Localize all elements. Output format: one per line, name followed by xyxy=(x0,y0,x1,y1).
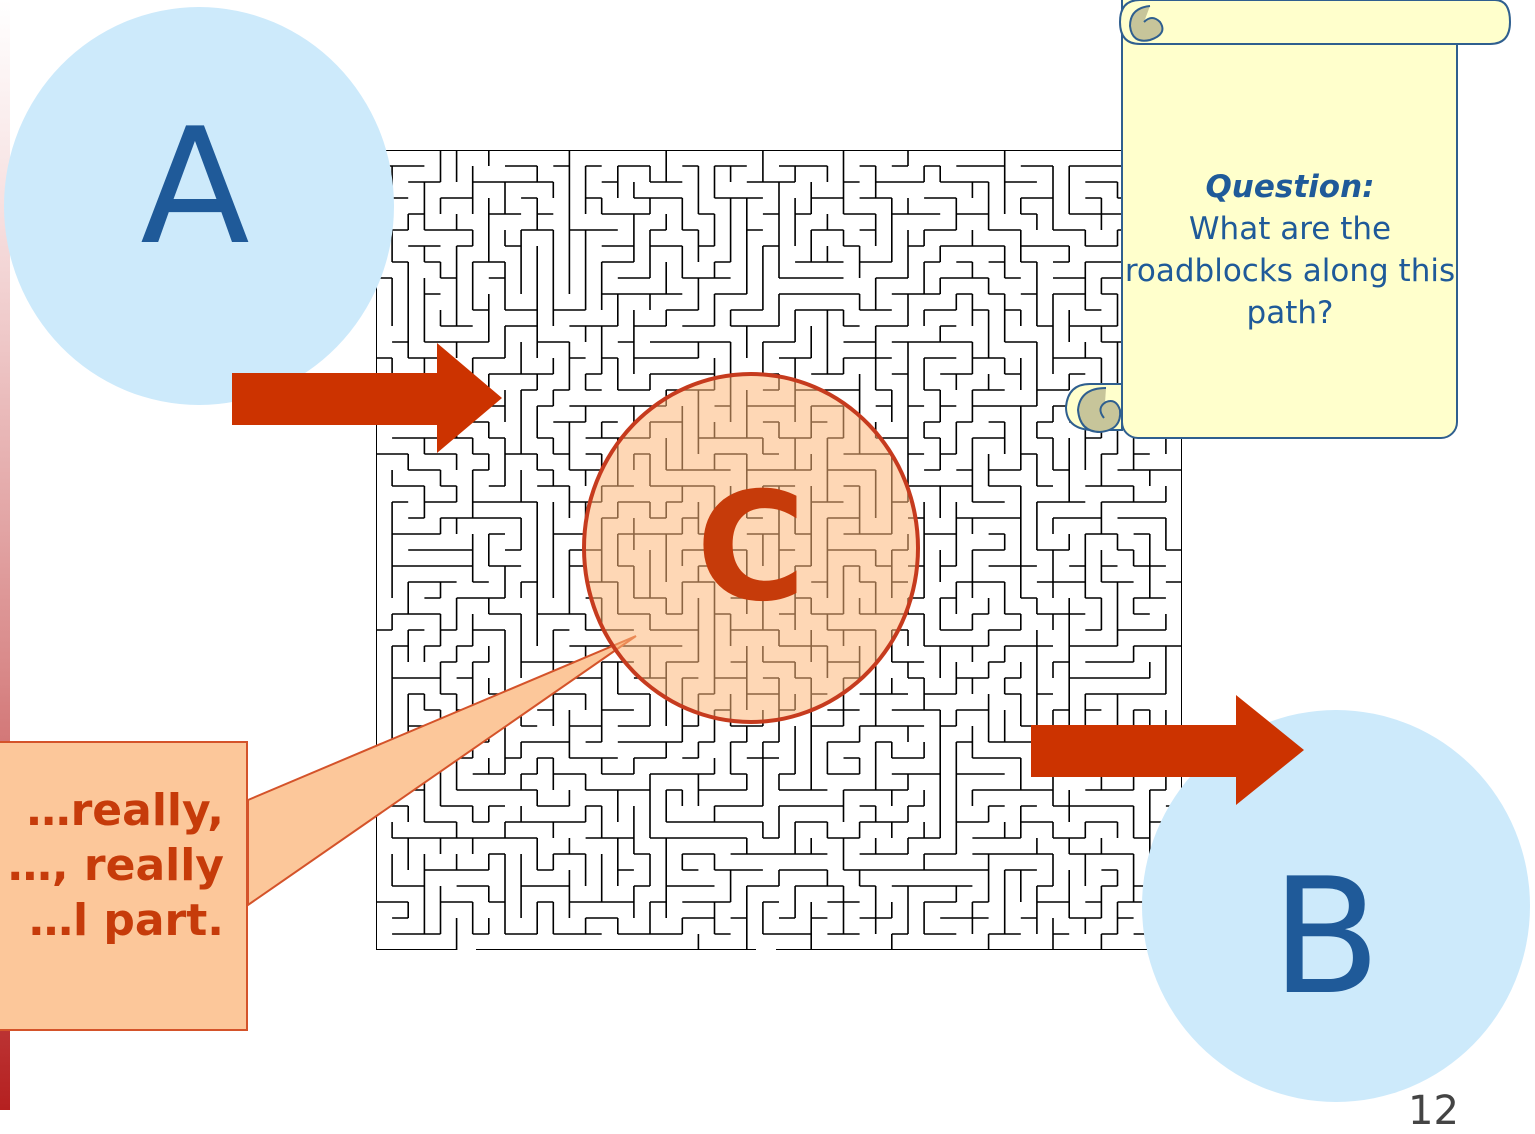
question-body: What are the roadblocks along this path? xyxy=(1124,211,1456,331)
right-arrow-icon xyxy=(232,343,502,453)
scroll-icon xyxy=(1064,0,1512,439)
hard-part-highlight-circle: C xyxy=(582,372,920,724)
start-point-label: A xyxy=(140,92,250,280)
end-point-circle: B xyxy=(1142,710,1530,1102)
slide-left-accent-bar xyxy=(0,0,10,1110)
question-label: Question: xyxy=(1205,169,1375,205)
right-arrow-icon xyxy=(1031,695,1304,805)
start-point-circle: A xyxy=(4,7,394,405)
callout-text: …really, …, really …l part. xyxy=(7,785,224,946)
callout-box: …really, …, really …l part. xyxy=(0,741,248,1031)
slide-page-number: 12 xyxy=(1408,1088,1459,1134)
hard-part-label: C xyxy=(695,461,807,635)
end-point-label: B xyxy=(1271,842,1381,1030)
question-text-block: Question: What are the roadblocks along … xyxy=(1122,166,1458,334)
